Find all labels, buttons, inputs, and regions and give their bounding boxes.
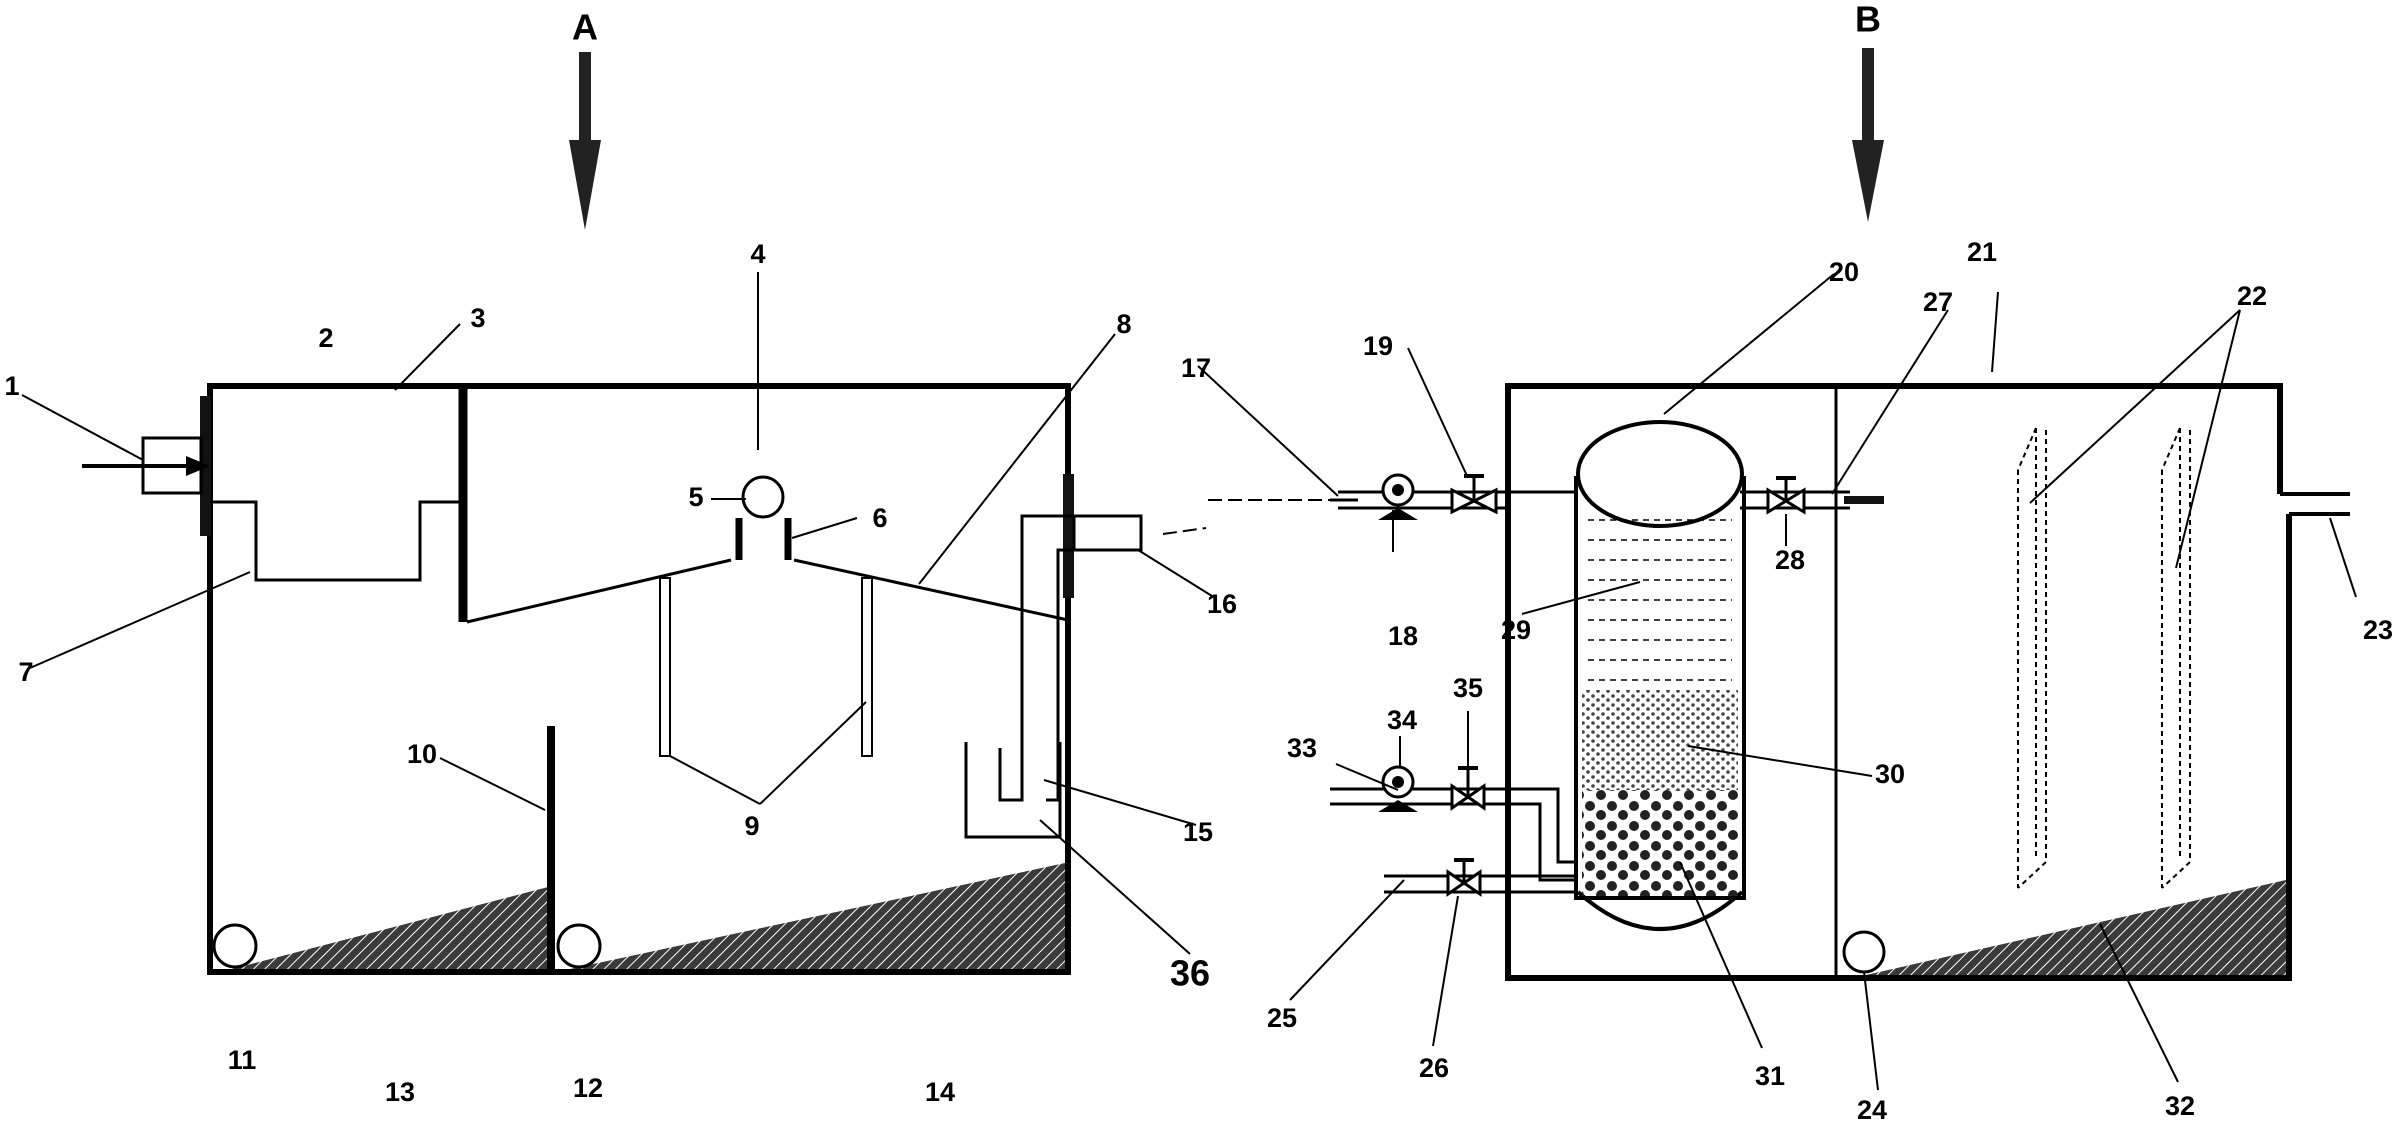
label-32: 32 — [2165, 1091, 2195, 1121]
tank-b-outline — [1505, 383, 2292, 981]
membrane-22-left — [2017, 427, 2047, 889]
tank-a-outline — [207, 383, 1071, 975]
label-24: 24 — [1857, 1095, 1887, 1125]
outlet-riser-15 — [998, 514, 1074, 802]
label-3: 3 — [470, 303, 485, 333]
label-26: 26 — [1419, 1053, 1449, 1083]
collector-cup-36 — [964, 742, 1062, 839]
sediment-32 — [1866, 880, 2286, 975]
media-layer-30 — [1582, 690, 1738, 790]
label-6: 6 — [872, 503, 887, 533]
drain-24 — [1842, 930, 1886, 974]
label-12: 12 — [573, 1073, 603, 1103]
outlet-pipe-16 — [1072, 514, 1143, 552]
label-23: 23 — [2363, 615, 2393, 645]
label-17: 17 — [1181, 353, 1211, 383]
tube-9-right — [861, 577, 873, 757]
inlet-box — [210, 500, 460, 582]
view-label-a: A — [572, 7, 598, 48]
label-22: 22 — [2237, 281, 2267, 311]
labels: A B 1 2 3 4 5 6 7 8 9 10 11 12 13 14 15 … — [4, 0, 2393, 1125]
label-35: 35 — [1453, 673, 1483, 703]
label-36: 36 — [1170, 953, 1210, 994]
label-19: 19 — [1363, 331, 1393, 361]
view-a — [82, 52, 1338, 975]
label-27: 27 — [1923, 287, 1953, 317]
label-4: 4 — [750, 239, 765, 269]
label-15: 15 — [1183, 817, 1213, 847]
label-31: 31 — [1755, 1061, 1785, 1091]
label-8: 8 — [1116, 309, 1131, 339]
label-13: 13 — [385, 1077, 415, 1107]
valve-35 — [1450, 766, 1486, 811]
label-11: 11 — [228, 1045, 257, 1075]
sediment-14 — [570, 863, 1065, 969]
label-29: 29 — [1501, 615, 1531, 645]
membrane-22-right — [2161, 427, 2191, 889]
valve-28 — [1766, 476, 1806, 515]
outlet-pipe-23 — [2280, 492, 2350, 516]
label-33: 33 — [1287, 733, 1317, 763]
label-2: 2 — [318, 323, 333, 353]
sensor-5 — [741, 475, 785, 519]
media-layer-29 — [1588, 519, 1732, 681]
drain-11 — [212, 923, 258, 969]
label-1: 1 — [4, 371, 19, 401]
label-10: 10 — [407, 739, 437, 769]
sloped-plate-8 — [466, 558, 1069, 624]
label-30: 30 — [1875, 759, 1905, 789]
label-9: 9 — [744, 811, 759, 841]
label-25: 25 — [1267, 1003, 1297, 1033]
reactor-top-20 — [1576, 420, 1744, 528]
drain-12 — [556, 923, 602, 969]
view-arrow-a — [569, 52, 601, 230]
label-28: 28 — [1775, 545, 1805, 575]
label-7: 7 — [18, 657, 33, 687]
view-label-b: B — [1855, 0, 1881, 40]
label-14: 14 — [925, 1077, 955, 1107]
pump-18 — [1378, 473, 1418, 520]
label-5: 5 — [688, 482, 703, 512]
label-34: 34 — [1387, 705, 1417, 735]
inlet-line-33 — [1330, 765, 1576, 882]
label-21: 21 — [1967, 237, 1997, 267]
drain-line-25 — [1384, 858, 1576, 897]
label-16: 16 — [1207, 589, 1237, 619]
outlet-flange — [1063, 474, 1074, 598]
tube-9-left — [659, 577, 671, 757]
media-layer-31 — [1582, 790, 1738, 896]
view-arrow-b — [1852, 48, 1884, 222]
leader-lines — [21, 272, 2357, 1091]
sediment-13 — [232, 886, 552, 969]
label-18: 18 — [1388, 621, 1418, 651]
view-b — [1330, 48, 2350, 981]
label-20: 20 — [1829, 257, 1859, 287]
